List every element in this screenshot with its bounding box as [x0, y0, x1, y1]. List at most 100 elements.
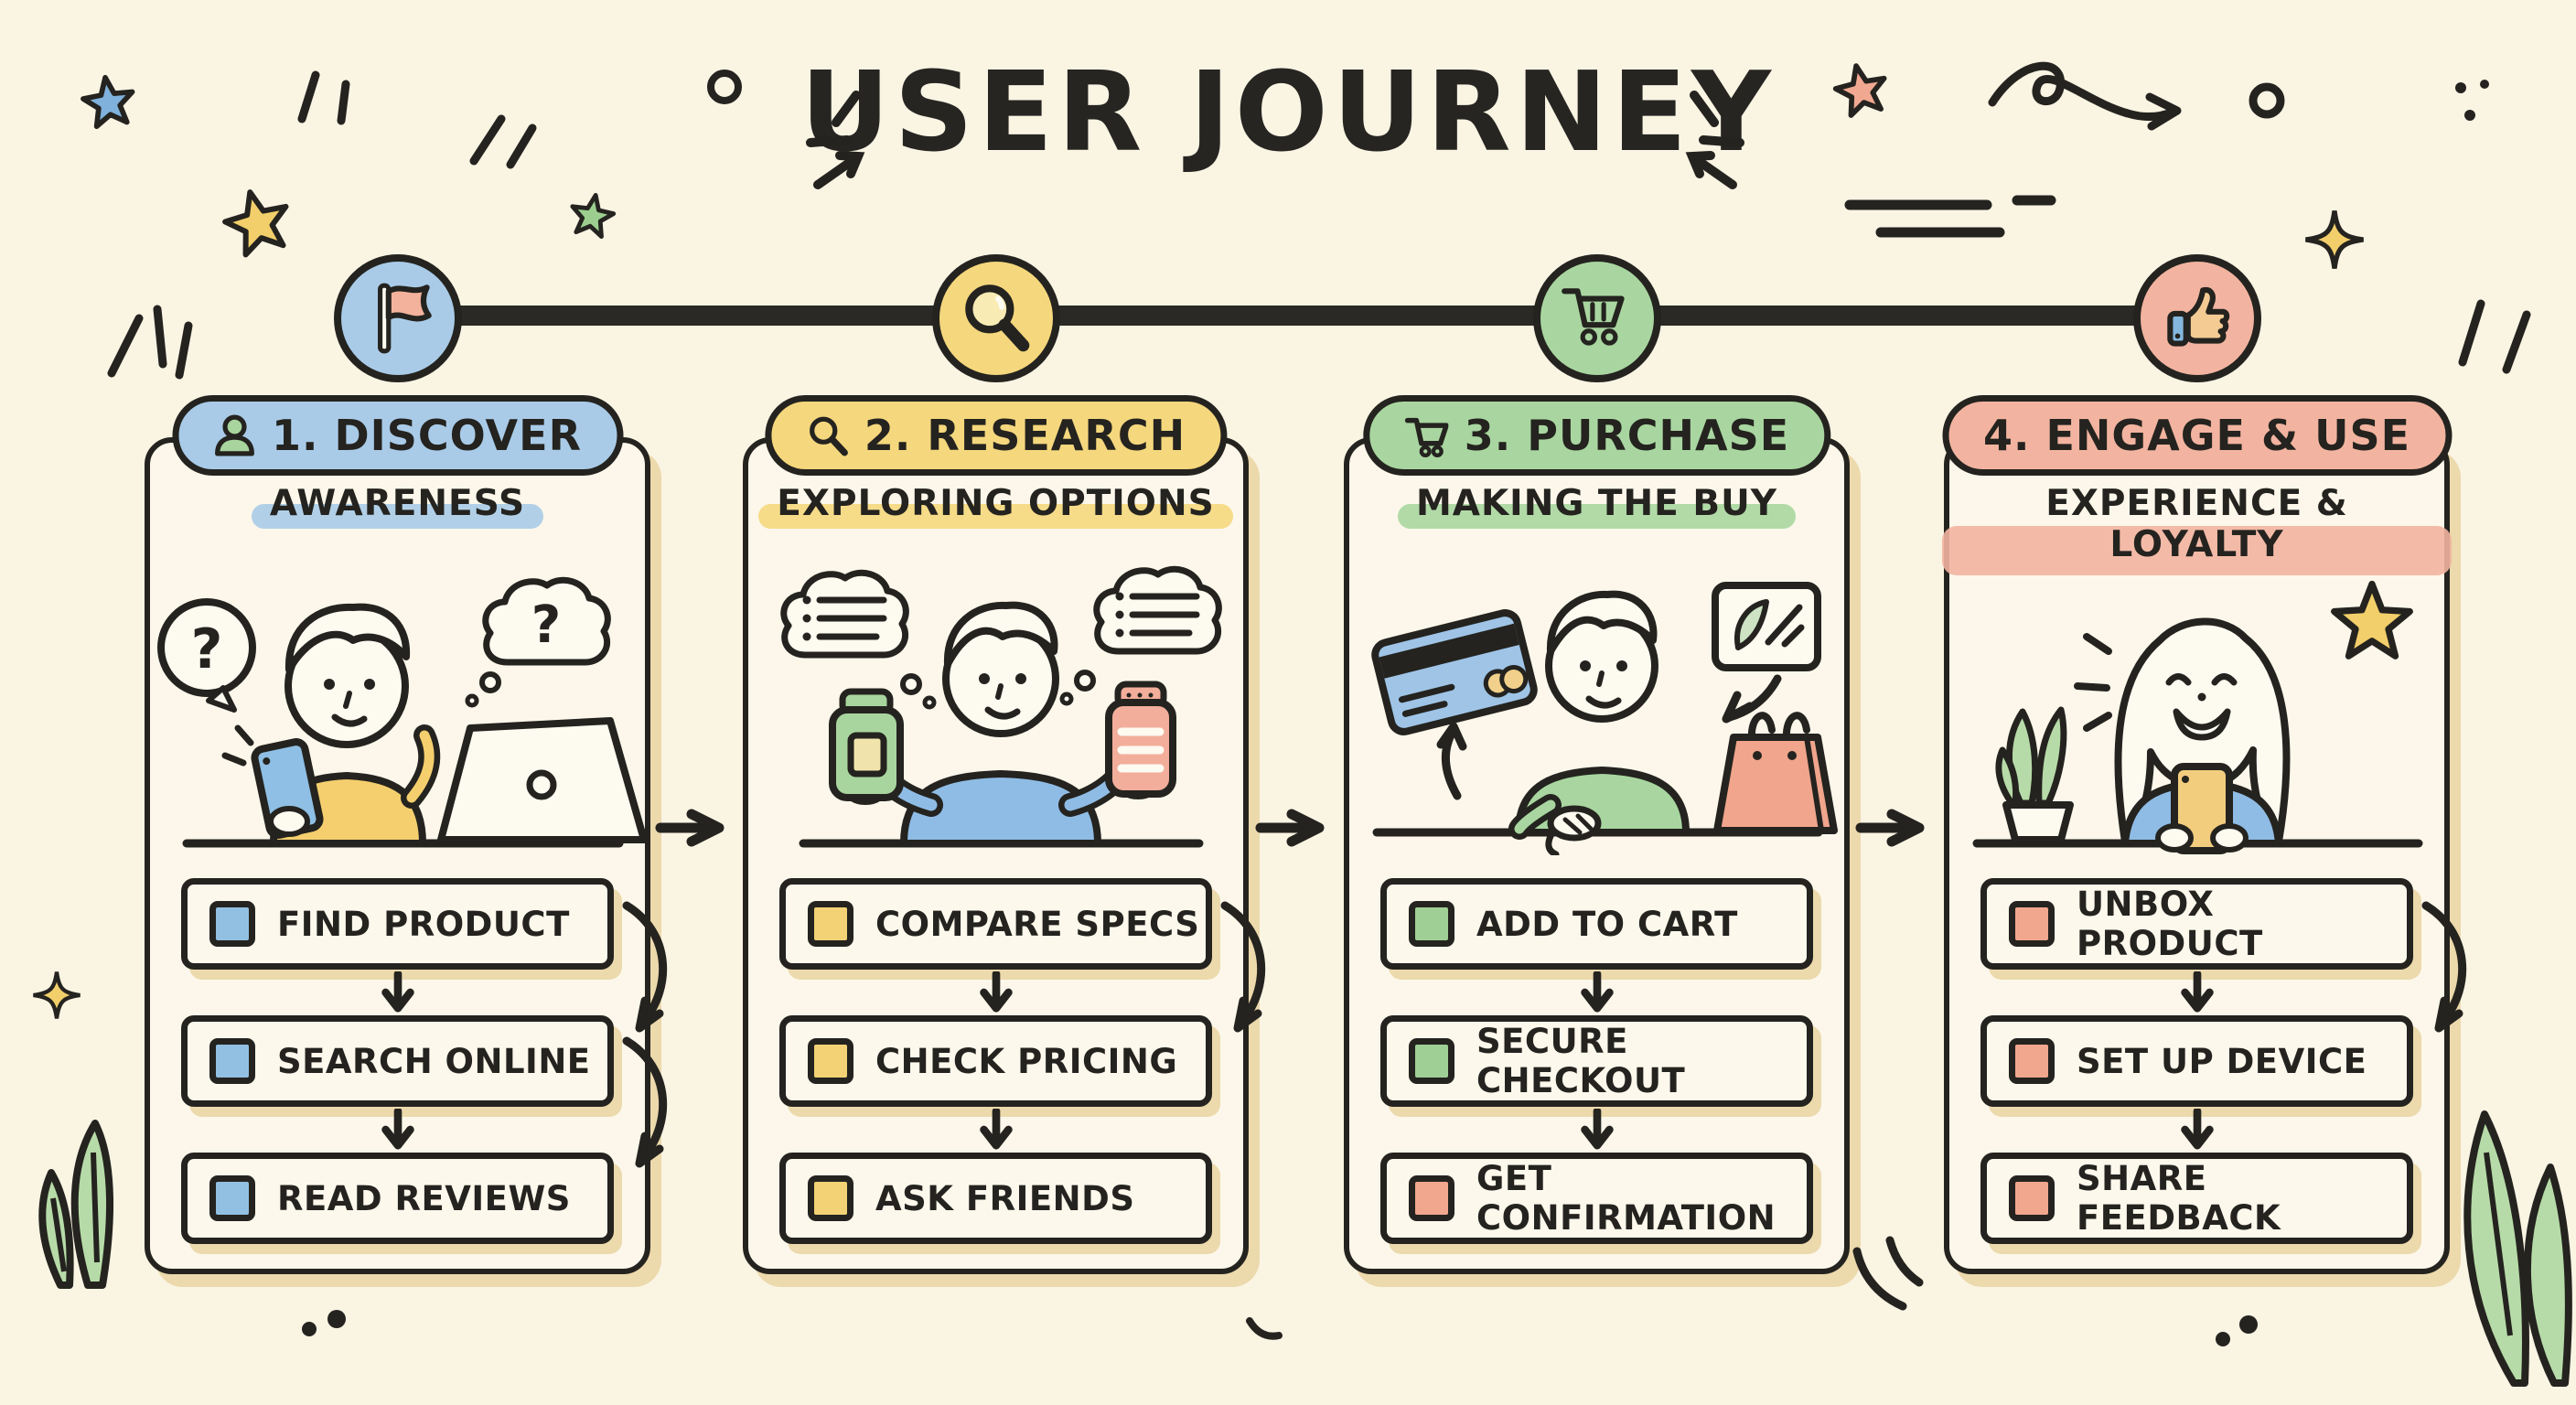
checklist-item: CHECK PRICING	[779, 1015, 1212, 1107]
purchase-illustration	[1371, 582, 1838, 855]
swoosh-marks	[1852, 1236, 1924, 1311]
swoosh-mark	[1246, 1317, 1283, 1340]
star-icon	[2334, 585, 2410, 657]
curve-arrow-icon	[619, 1035, 683, 1173]
down-arrow-icon	[378, 971, 418, 1014]
stage-pill-label: 1. DISCOVER	[272, 411, 582, 460]
checklist-discover: FIND PRODUCT SEARCH ONLINE READ REVIEWS	[181, 878, 614, 1244]
cart-icon	[1404, 417, 1448, 457]
timeline	[397, 306, 2196, 326]
checklist-label: SECURE CHECKOUT	[1476, 1022, 1686, 1100]
svg-text:?: ?	[191, 617, 223, 681]
discover-illustration: ? ?	[157, 549, 648, 848]
checklist-label: SHARE FEEDBACK	[2077, 1159, 2281, 1238]
stage-pill-label: 2. RESEARCH	[864, 411, 1186, 460]
credit-card-icon	[1371, 609, 1538, 735]
checkbox-icon	[1409, 1038, 1454, 1084]
sparkle-icon	[2306, 211, 2364, 269]
curve-arrow-icon	[2419, 900, 2483, 1037]
down-arrow-icon	[378, 1109, 418, 1151]
checklist-label: ADD TO CART	[1476, 904, 1738, 944]
timeline-node-discover	[333, 254, 462, 382]
checklist-item: SECURE CHECKOUT	[1380, 1015, 1813, 1107]
timeline-node-purchase	[1532, 254, 1661, 382]
checkbox-icon	[209, 901, 255, 947]
magnifier-icon	[964, 284, 1029, 352]
checkbox-icon	[1409, 901, 1454, 947]
stage-card-research: 2. RESEARCH EXPLORING OPTIONS	[743, 254, 1249, 1274]
down-arrow-icon	[1577, 1109, 1617, 1151]
stage-pill-label: 3. PURCHASE	[1464, 411, 1790, 460]
stage-pill-label: 4. ENGAGE & USE	[1982, 411, 2411, 460]
checklist-label: UNBOX PRODUCT	[2077, 885, 2263, 963]
page-title: USER JOURNEY	[800, 49, 1776, 177]
research-illustration	[748, 549, 1254, 848]
checkbox-icon	[808, 901, 853, 947]
slash-marks	[2458, 299, 2531, 374]
stage-subtitle: AWARENESS	[251, 483, 544, 530]
checklist-item: UNBOX PRODUCT	[1980, 878, 2413, 970]
sparkle-lines	[107, 305, 193, 380]
checklist-item: FIND PRODUCT	[181, 878, 614, 970]
curve-arrow-icon	[619, 900, 683, 1037]
checkbox-icon	[2009, 1175, 2055, 1221]
checkbox-icon	[209, 1038, 255, 1084]
stage-card-discover: 1. DISCOVER AWARENESS ?	[145, 254, 650, 1274]
checklist-label: ASK FRIENDS	[875, 1178, 1135, 1218]
down-arrow-icon	[2177, 1109, 2217, 1151]
timeline-node-research	[931, 254, 1060, 382]
plant-leaves	[38, 1120, 113, 1289]
checklist-item: ASK FRIENDS	[779, 1153, 1212, 1244]
checkbox-icon	[808, 1175, 853, 1221]
stage-subtitle: EXPLORING OPTIONS	[758, 483, 1234, 530]
speed-lines	[1844, 195, 2056, 238]
dots	[302, 1310, 346, 1336]
star-icon	[568, 191, 616, 238]
checkbox-icon	[808, 1038, 853, 1084]
svg-text:?: ?	[531, 595, 561, 655]
stage-pill-engage: 4. ENGAGE & USE	[1941, 395, 2453, 476]
down-arrow-icon	[976, 971, 1016, 1014]
checklist-research: COMPARE SPECS CHECK PRICING ASK FRIENDS	[779, 878, 1212, 1244]
thumbs-up-icon	[2166, 286, 2229, 347]
flow-arrow-icon	[655, 809, 724, 847]
plant-leaves	[2463, 1110, 2572, 1387]
checklist-label: CHECK PRICING	[875, 1041, 1178, 1081]
checkbox-icon	[1409, 1175, 1454, 1221]
stage-pill-discover: 1. DISCOVER	[172, 395, 623, 476]
timeline-node-engage	[2132, 254, 2261, 382]
stage-subtitle: EXPERIENCE & LOYALTY	[1942, 483, 2452, 575]
engage-illustration	[1972, 549, 2423, 854]
stage-subtitle: MAKING THE BUY	[1397, 483, 1797, 530]
checklist-label: GET CONFIRMATION	[1476, 1159, 1776, 1238]
checklist-label: SEARCH ONLINE	[277, 1041, 591, 1081]
checklist-label: FIND PRODUCT	[277, 904, 570, 944]
star-icon	[220, 185, 295, 258]
flow-arrow-icon	[1255, 809, 1325, 847]
magnifier-icon	[809, 416, 848, 456]
cart-icon	[1561, 288, 1625, 346]
checklist-item: SHARE FEEDBACK	[1980, 1153, 2413, 1244]
checklist-item: READ REVIEWS	[181, 1153, 614, 1244]
flag-icon	[377, 283, 432, 354]
stage-card-engage: 4. ENGAGE & USE EXPERIENCE & LOYALTY	[1941, 254, 2452, 1274]
checklist-item: COMPARE SPECS	[779, 878, 1212, 970]
down-arrow-icon	[976, 1109, 1016, 1151]
down-arrow-icon	[1577, 971, 1617, 1014]
checklist-label: READ REVIEWS	[277, 1178, 571, 1218]
checklist-label: COMPARE SPECS	[875, 904, 1200, 944]
checkbox-icon	[2009, 1038, 2055, 1084]
down-arrow-icon	[2177, 971, 2217, 1014]
checklist-purchase: ADD TO CART SECURE CHECKOUT GET CONFIRMA…	[1380, 878, 1813, 1244]
curve-arrow-icon	[1218, 900, 1282, 1037]
person-icon	[214, 414, 254, 456]
dots	[2216, 1315, 2258, 1346]
sparkle-icon	[34, 972, 80, 1019]
stage-pill-purchase: 3. PURCHASE	[1362, 395, 1831, 476]
stage-card-purchase: 3. PURCHASE MAKING THE BUY	[1344, 254, 1850, 1274]
checklist-item: SEARCH ONLINE	[181, 1015, 614, 1107]
checklist-engage: UNBOX PRODUCT SET UP DEVICE SHARE FEEDBA…	[1980, 878, 2413, 1244]
checklist-label: SET UP DEVICE	[2077, 1041, 2367, 1081]
checklist-item: ADD TO CART	[1380, 878, 1813, 970]
